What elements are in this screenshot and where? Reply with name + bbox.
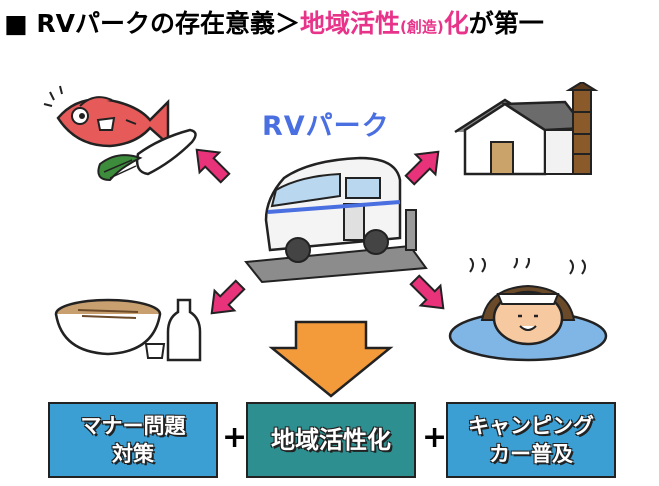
noodle-bowl-icon — [54, 298, 162, 356]
steam-icon — [469, 258, 586, 275]
house-illustration — [454, 82, 599, 176]
fish-radish-illustration — [43, 85, 197, 182]
tower-icon — [565, 82, 599, 175]
camping-box-line1: キャンピング — [468, 414, 594, 438]
title-bullet: ■ — [4, 9, 28, 38]
bather-icon — [448, 284, 608, 362]
arrow-bottom-right — [409, 274, 445, 310]
radish-icon — [97, 128, 197, 182]
camping-box: キャンピング カー普及 — [446, 402, 616, 478]
page-title: ■ RVパークの存在意義＞地域活性(創造)化が第一 — [4, 4, 544, 40]
plus-sign-2: + — [422, 420, 448, 455]
sake-bottle-icon — [144, 298, 202, 362]
revitalization-box: 地域活性化 — [246, 402, 416, 478]
title-suffix-pink: 化 — [443, 9, 469, 38]
title-prefix: RVパークの存在意義＞ — [36, 9, 300, 38]
camper-van-icon — [264, 156, 417, 263]
manner-box-line2: 対策 — [112, 442, 154, 466]
title-suffix: が第一 — [468, 9, 544, 38]
arrow-top-left — [195, 148, 231, 184]
camping-box-line2: カー普及 — [489, 442, 573, 466]
fish-icon — [43, 85, 170, 148]
title-highlight: 地域活性 — [299, 9, 400, 38]
arrow-down-orange — [268, 320, 394, 398]
food-illustration — [54, 298, 202, 362]
hot-spring-illustration — [448, 258, 608, 362]
title-paren: (創造) — [399, 18, 444, 36]
plus-sign-1: + — [222, 420, 248, 455]
manner-box-line1: マナー問題 — [80, 414, 186, 438]
arrow-top-right — [404, 150, 440, 186]
revitalization-box-line1: 地域活性化 — [271, 426, 391, 454]
manner-box: マナー問題 対策 — [48, 402, 218, 478]
rv-park-label: RVパーク — [262, 111, 390, 142]
arrow-bottom-left — [210, 279, 246, 315]
camper-van-illustration — [244, 156, 428, 284]
